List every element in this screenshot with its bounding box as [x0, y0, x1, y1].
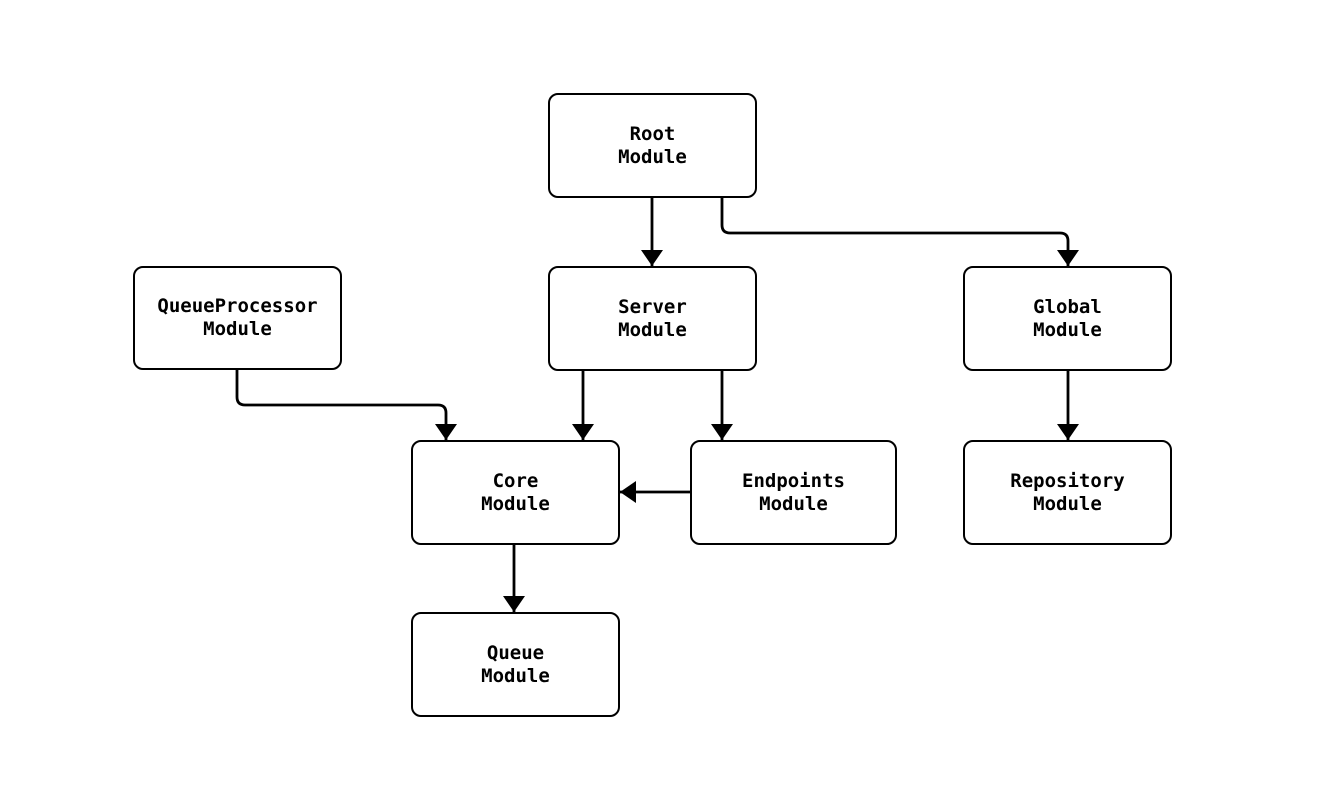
node-repository-label-line-1: Repository	[1010, 469, 1125, 492]
edge-root-to-global	[720, 198, 1079, 266]
node-queueprocessor-label-line-1: QueueProcessor	[157, 295, 318, 317]
node-core-label-line-1: Core	[492, 469, 539, 492]
node-core-label-line-2: Module	[481, 492, 550, 515]
node-server-label-line-1: Server	[618, 295, 687, 318]
node-queue-label-line-2: Module	[481, 664, 550, 687]
node-global-label-line-2: Module	[1033, 318, 1102, 341]
node-server-label-line-2: Module	[618, 318, 687, 341]
node-queue-label-line-1: Queue	[486, 641, 545, 664]
edge-queueprocessor-to-core	[235, 370, 457, 440]
node-global-label-line-1: Global	[1033, 295, 1102, 318]
node-queueprocessor-label-line-2: Module	[203, 318, 272, 340]
edge-group	[235, 198, 1079, 612]
node-root-label-line-2: Module	[618, 145, 687, 168]
node-repository-label-line-2: Module	[1033, 492, 1102, 515]
node-root-label-line-1: Root	[629, 122, 676, 145]
node-endpoints-label-line-1: Endpoints	[742, 469, 845, 492]
node-endpoints-label-line-2: Module	[759, 492, 828, 515]
